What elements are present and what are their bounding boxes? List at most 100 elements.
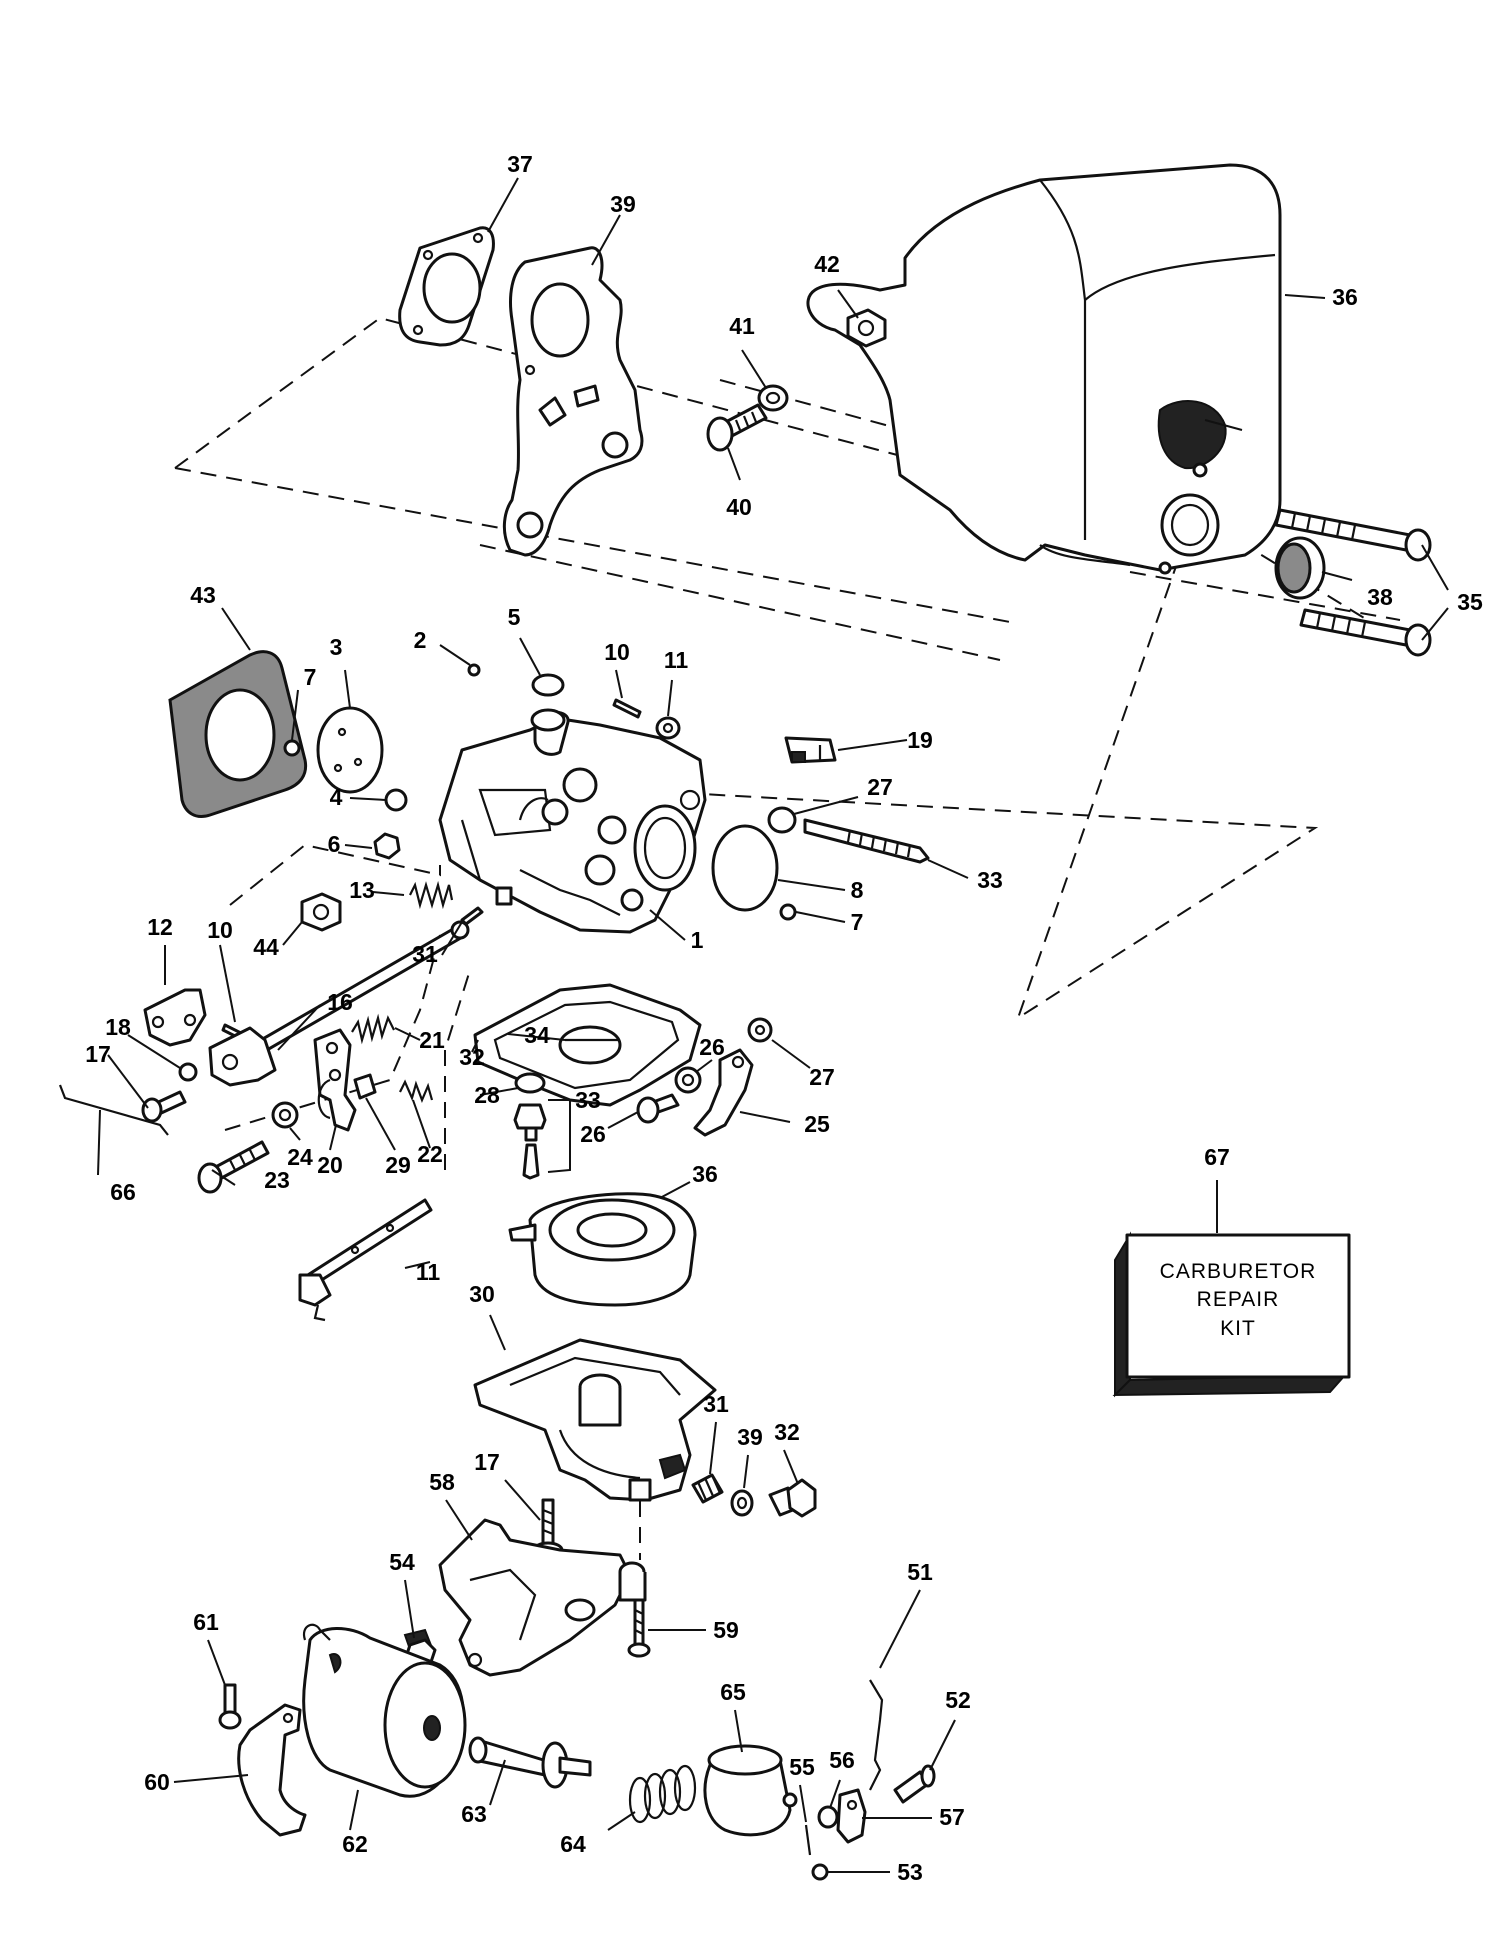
callout-51: 51 (907, 1559, 933, 1585)
plate-3 (316, 706, 384, 794)
screw-22 (197, 1140, 270, 1194)
callout-55: 55 (789, 1754, 815, 1780)
callout-58: 58 (429, 1469, 455, 1495)
screw-53 (811, 1863, 829, 1881)
callout-3: 3 (330, 634, 343, 660)
callout-22: 23 (264, 1167, 290, 1193)
callout-60: 60 (144, 1769, 170, 1795)
pin-10-upper (612, 698, 642, 719)
callout-47: 41 (729, 313, 755, 339)
strap-60 (237, 1703, 307, 1837)
callout-13: 11 (664, 647, 689, 673)
callout-21: 19 (907, 727, 933, 753)
callout-62: 62 (342, 1831, 368, 1857)
carburetor-repair-kit: CARBURETOR REPAIR KIT (1112, 1231, 1351, 1398)
screw-41-lower (1299, 608, 1432, 657)
callout-43: 37 (507, 151, 533, 177)
callout-25: 26 (580, 1121, 606, 1147)
callout-67: 67 (1204, 1144, 1230, 1170)
callout-65: 65 (720, 1679, 746, 1705)
ball-2 (467, 663, 481, 677)
link-51 (869, 1679, 884, 1791)
float-lever-40 (558, 1025, 622, 1065)
lever-57 (836, 1788, 867, 1844)
ball-4 (384, 788, 408, 812)
float-bowl-30 (473, 1338, 717, 1502)
callout-52: 52 (945, 1687, 971, 1713)
diaphragm-9 (711, 824, 779, 912)
washer-13 (655, 716, 681, 740)
callout-36: 36 (692, 1161, 718, 1187)
screw-41-upper (1274, 508, 1432, 562)
washer-56 (817, 1805, 839, 1829)
callout-39: 39 (737, 1424, 763, 1450)
lever-24 (693, 1048, 754, 1137)
callout-63: 63 (461, 1801, 487, 1827)
callout-44: 38 (1367, 584, 1393, 610)
leader-lines (97, 177, 1449, 1873)
washer-47 (757, 384, 789, 412)
callout-53: 53 (897, 1859, 923, 1885)
callout-29: 27 (867, 774, 893, 800)
callout-57: 57 (939, 1804, 965, 1830)
spring-31 (691, 1473, 724, 1504)
air-silencer-cover (806, 163, 1282, 575)
screw-59 (627, 1598, 651, 1658)
callout-41: 35 (1457, 589, 1483, 615)
callout-30: 30 (469, 1281, 495, 1307)
plug-44 (1274, 536, 1326, 600)
callout-32: 32 (774, 1419, 800, 1445)
callout-6: 6 (328, 831, 341, 857)
callout-26: 26 (699, 1034, 725, 1060)
callout-17: 17 (474, 1449, 500, 1475)
callout-11: 11 (416, 1259, 441, 1285)
kit-label-line1: CARBURETOR (1160, 1260, 1317, 1283)
callout-2: 2 (414, 627, 427, 653)
bracket-45 (502, 246, 644, 557)
spring-20 (399, 1079, 434, 1103)
callout-35: 33 (977, 867, 1003, 893)
cap-65 (703, 1744, 798, 1837)
float-36 (508, 1192, 697, 1307)
gasket-34 (514, 1072, 546, 1094)
callout-18: 20 (317, 1152, 343, 1178)
seat-29 (767, 806, 797, 834)
callout-5: 5 (508, 604, 521, 630)
callout-20: 22 (417, 1141, 443, 1167)
callout-46: 40 (726, 494, 752, 520)
washer-27 (747, 1017, 773, 1043)
callout-9: 8 (851, 877, 864, 903)
callout-54: 54 (389, 1549, 415, 1575)
callout-45: 39 (610, 191, 636, 217)
pin-55 (804, 1824, 812, 1856)
callout-56: 56 (829, 1747, 855, 1773)
screw-46 (706, 403, 768, 452)
plunger-63 (468, 1736, 592, 1789)
screw-25 (636, 1093, 680, 1124)
lever-14 (143, 988, 207, 1047)
callout-40: 34 (524, 1022, 550, 1048)
carburetor-body (438, 708, 707, 934)
screw-7-right (779, 903, 797, 921)
callout-10-upper: 10 (604, 639, 630, 665)
callout-24: 25 (804, 1111, 830, 1137)
spring-19 (351, 1013, 395, 1045)
callout-7-right: 7 (851, 909, 864, 935)
bracket-58 (438, 1518, 647, 1677)
plug-5 (531, 673, 565, 697)
callout-14: 12 (147, 914, 173, 940)
nut-6 (373, 832, 401, 860)
callout-12: 16 (327, 989, 353, 1015)
callout-labels: 37 39 42 41 40 36 38 35 43 3 7 2 5 10 11… (85, 151, 1483, 1885)
pin-37 (460, 906, 484, 926)
callout-64: 64 (560, 1831, 586, 1857)
gasket-49 (168, 650, 308, 818)
washer-23 (271, 1101, 299, 1129)
nut-50 (300, 892, 342, 932)
callout-15: 17 (85, 1041, 111, 1067)
callout-50: 44 (253, 934, 279, 960)
callout-4: 4 (330, 784, 343, 810)
callout-37: 31 (412, 941, 438, 967)
spring-64 (628, 1764, 697, 1824)
